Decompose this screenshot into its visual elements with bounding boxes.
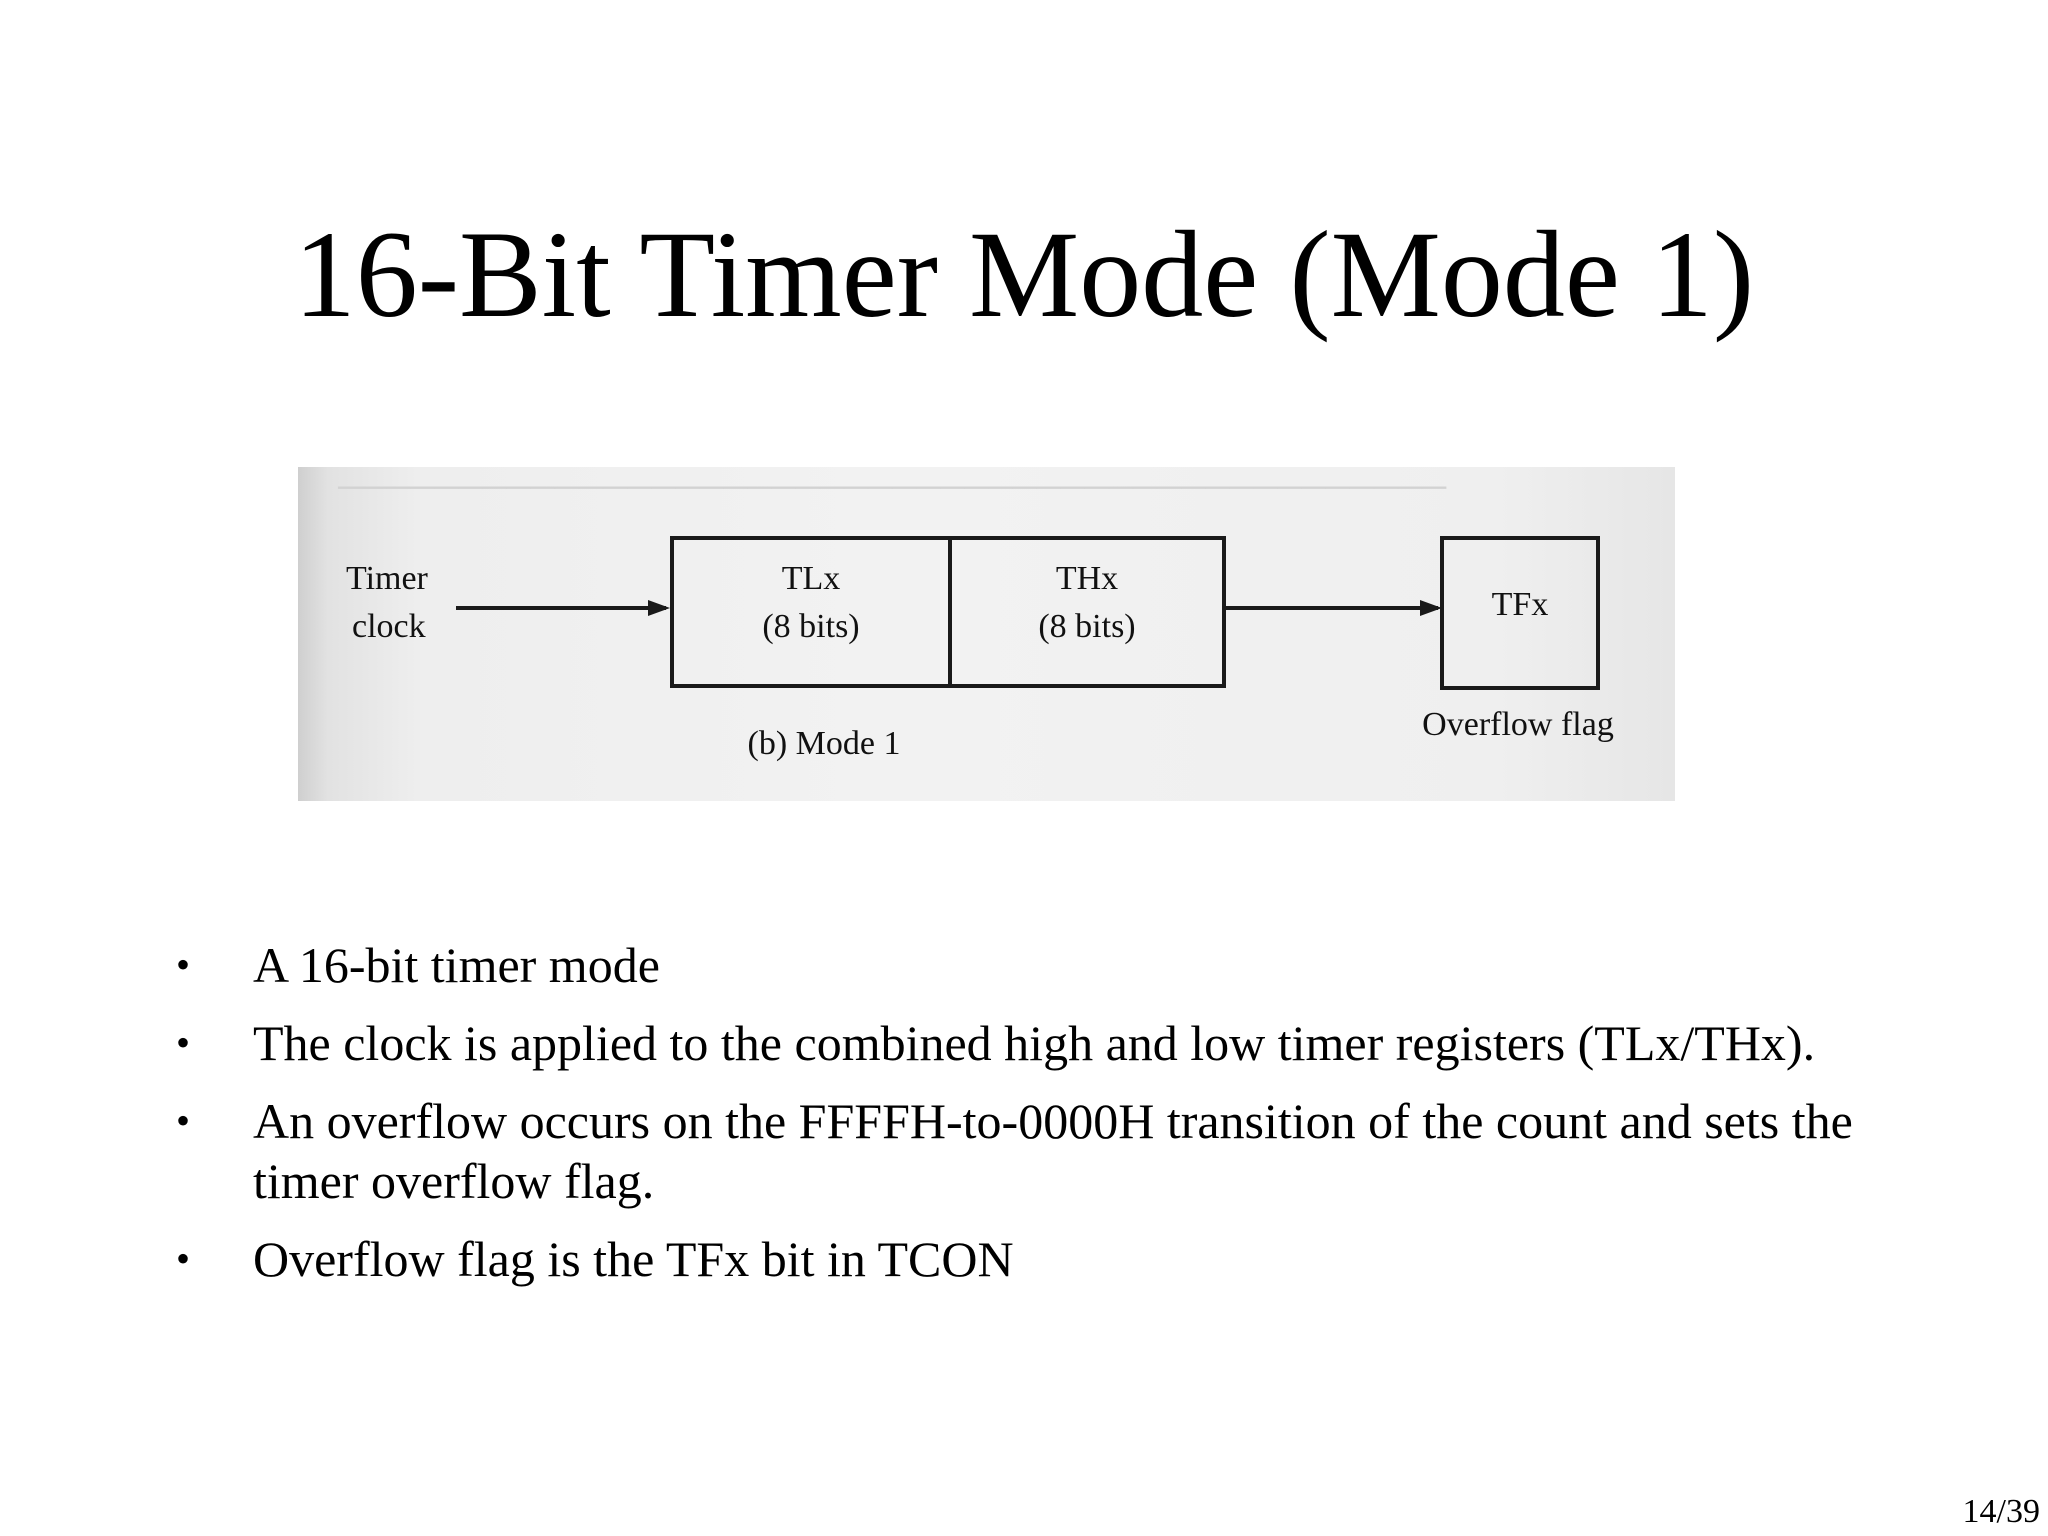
bullet-text: Overflow flag is the TFx bit in TCON [253, 1231, 1014, 1287]
figure-caption: (b) Mode 1 [747, 725, 901, 762]
bullet-item: • Overflow flag is the TFx bit in TCON [170, 1229, 1870, 1289]
tf-flag-box [1440, 536, 1600, 690]
clock-label: clock [352, 608, 426, 645]
page-number: 14/39 [1962, 1493, 2040, 1530]
tf-flag-name: TFx [1491, 586, 1549, 623]
timer-label: Timer [346, 560, 428, 597]
scan-texture: ────────────────────────────────────────… [338, 469, 1447, 506]
mode1-diagram-figure: ────────────────────────────────────────… [298, 467, 1675, 801]
th-register-name: THx [1055, 560, 1119, 597]
diagram-lines [456, 536, 1600, 690]
slide-title: 16-Bit Timer Mode (Mode 1) [293, 206, 1755, 343]
overflow-flag-caption: Overflow flag [1422, 706, 1614, 743]
bullet-list: • A 16-bit timer mode • The clock is app… [170, 935, 1870, 1307]
bullet-dot-icon: • [176, 1020, 191, 1065]
clock-input-arrowhead [648, 600, 670, 616]
bullet-dot-icon: • [176, 942, 191, 987]
bullet-dot-icon: • [176, 1236, 191, 1281]
bullet-text: An overflow occurs on the FFFFH-to-0000H… [253, 1093, 1853, 1209]
bullet-item: • A 16-bit timer mode [170, 935, 1870, 995]
bullet-text: The clock is applied to the combined hig… [253, 1015, 1816, 1071]
bullet-item: • The clock is applied to the combined h… [170, 1013, 1870, 1073]
tl-register-bits: (8 bits) [762, 608, 860, 645]
bullet-text: A 16-bit timer mode [253, 937, 660, 993]
bullet-dot-icon: • [176, 1098, 191, 1143]
overflow-arrowhead [1420, 600, 1442, 616]
bullet-item: • An overflow occurs on the FFFFH-to-000… [170, 1091, 1870, 1211]
th-register-bits: (8 bits) [1038, 608, 1136, 645]
tl-register-name: TLx [781, 560, 841, 597]
